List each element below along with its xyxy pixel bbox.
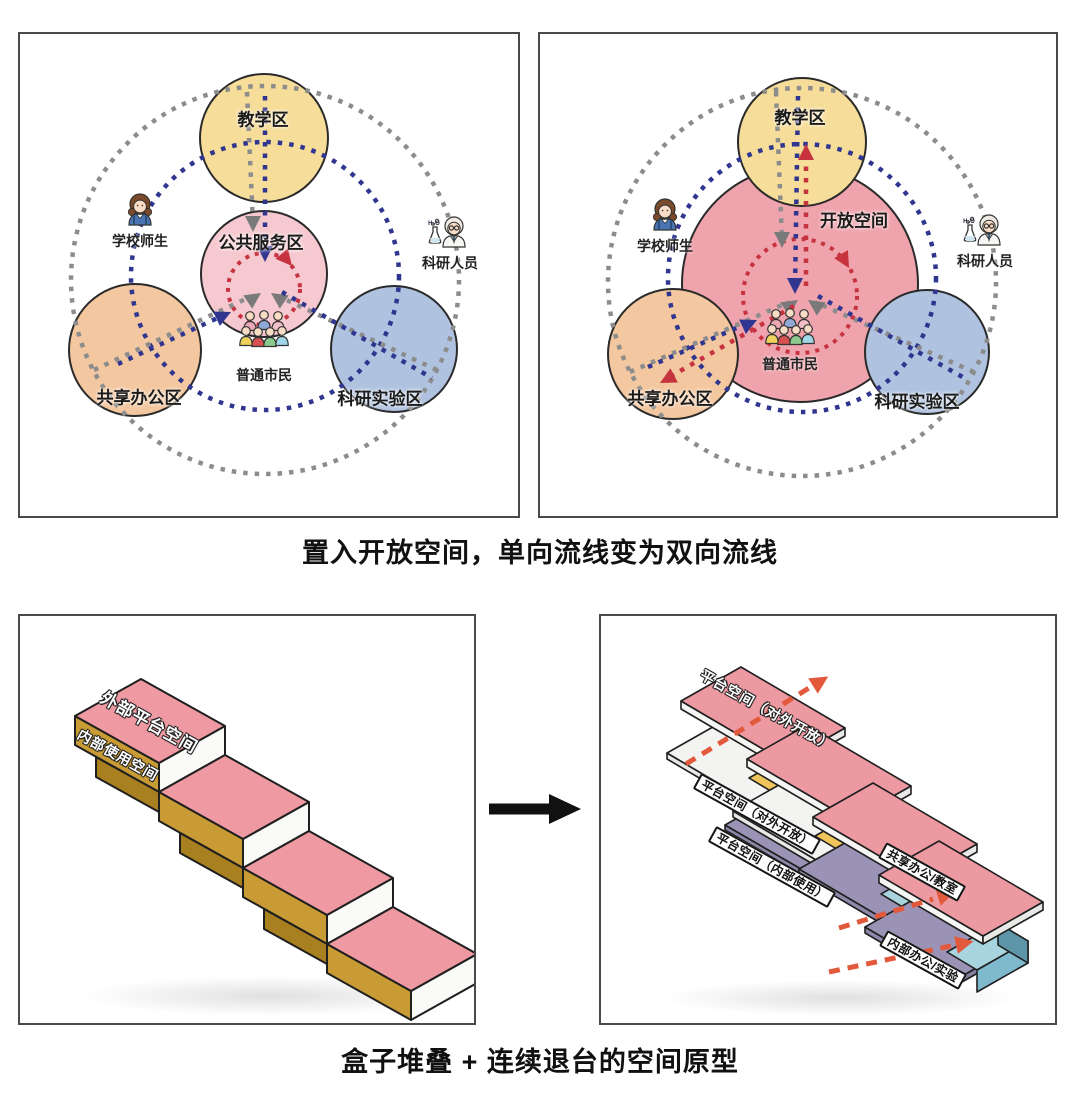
gray-routes (629, 91, 975, 375)
stair-steps (74, 678, 474, 1021)
panel-exploded-boxes: 平台空间（对外开放） 平台空间（对外开放） 平台空间（内部使用） 共享办公/教室… (599, 614, 1057, 1025)
panel-stacked-boxes: 外部平台空间 内部使用空间 (18, 614, 476, 1025)
transform-arrow-icon (489, 794, 581, 824)
blue-routes (647, 95, 970, 382)
school-user-icon (127, 193, 153, 226)
actor-label-school: 学校师生 (637, 238, 693, 254)
outer-ring (68, 83, 462, 477)
gray-route-arrowheads (243, 216, 289, 309)
inner-blue-ring (665, 141, 939, 415)
citizens-icon (240, 311, 288, 347)
school-user-icon (652, 198, 678, 231)
citizen-loop-ring (741, 237, 859, 355)
blue-routes (117, 96, 434, 380)
panel-circulation-before: 教学区 公共服务区 共享办公区 科研实验区 学校师生 科研人员 普通市民 H₂O (18, 32, 520, 518)
circulation-after-diagram (605, 77, 1001, 479)
citizen-loop-ring (226, 251, 302, 327)
zone-label-public-service: 公共服务区 (218, 233, 304, 253)
gray-route-arrowheads (774, 232, 826, 316)
actor-label-citizens: 普通市民 (236, 367, 292, 383)
teaching-zone-circle (737, 77, 867, 207)
blue-route-arrowheads (739, 278, 803, 335)
zone-label-research-lab: 科研实验区 (337, 389, 423, 409)
stacked-boxes-drawing (74, 678, 474, 1021)
actor-label-school: 学校师生 (112, 233, 168, 249)
zone-label-shared-office: 共享办公区 (96, 388, 182, 408)
actor-label-citizens: 普通市民 (762, 356, 818, 372)
red-loop-arrowhead (275, 248, 292, 266)
zone-label-teaching: 教学区 (237, 110, 289, 130)
exploded-boxes-drawing (661, 666, 1044, 1016)
red-routes (664, 150, 809, 381)
circulation-before-diagram (68, 73, 466, 477)
flask-label: H₂O (963, 219, 975, 225)
zone-label-research-lab: 科研实验区 (874, 392, 960, 412)
blue-route-arrowheads (213, 246, 273, 327)
inner-blue-ring (128, 139, 402, 413)
actor-label-researchers: 科研人员 (422, 255, 478, 271)
actor-label-researchers: 科研人员 (957, 253, 1013, 269)
panel-circulation-after: 教学区 开放空间 共享办公区 科研实验区 学校师生 科研人员 普通市民 H₂O (538, 32, 1058, 518)
zone-label-shared-office: 共享办公区 (627, 389, 713, 409)
citizens-icon (766, 309, 814, 345)
shared-office-zone-circle (68, 283, 202, 417)
outer-ring (605, 85, 999, 479)
exploded-stack (666, 666, 1044, 993)
flow-arrows (684, 685, 952, 975)
red-route-arrowheads (660, 144, 849, 383)
ground-shadow (661, 980, 1021, 1016)
caption-bottom: 盒子堆叠 + 连续退台的空间原型 (341, 1047, 739, 1077)
zone-label-open-space: 开放空间 (820, 211, 888, 231)
caption-top: 置入开放空间，单向流线变为双向流线 (302, 538, 778, 568)
flask-label: H₂O (428, 221, 440, 227)
research-zone-circle (864, 289, 990, 415)
zone-label-teaching: 教学区 (774, 108, 826, 128)
